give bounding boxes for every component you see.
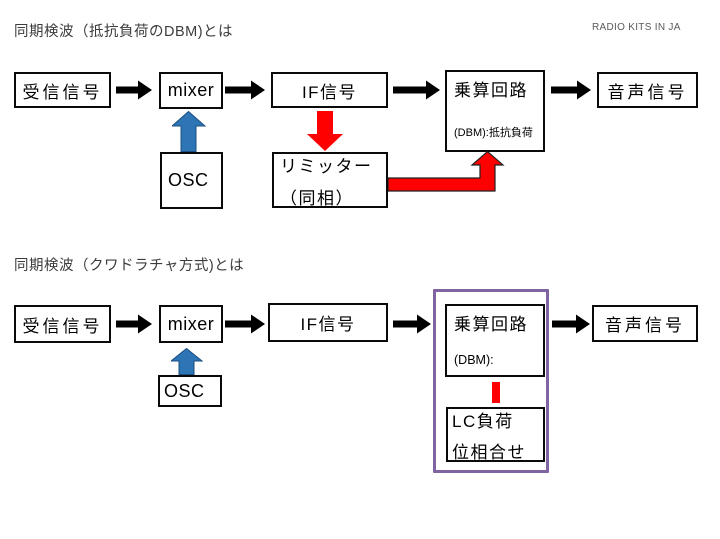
d1-box-limiter: リミッター （同相）	[272, 152, 388, 208]
d2-audio-signal-label: 音声信号	[605, 316, 685, 335]
d2-box-if-signal: IF信号	[268, 303, 388, 342]
d1-arrow-mixer-to-if-icon	[225, 80, 265, 100]
d2-received-signal-label: 受信信号	[22, 316, 103, 336]
d2-arrow-if-to-multiplier-icon	[393, 314, 431, 334]
d2-osc-label: OSC	[164, 380, 205, 401]
d2-box-lc-load: LC負荷 位相合せ	[446, 407, 545, 462]
d1-osc-label: OSC	[168, 170, 209, 190]
d1-received-signal-label: 受信信号	[22, 82, 103, 102]
d1-arrow-multiplier-to-audio-icon	[551, 80, 591, 100]
d1-arrow-limiter-to-multiplier-icon	[388, 150, 505, 192]
d1-limiter-label-line1: リミッター	[280, 156, 373, 176]
watermark-text: RADIO KITS IN JA	[592, 22, 681, 33]
d1-if-signal-label: IF信号	[301, 82, 358, 102]
d2-lc-label-line1: LC負荷	[452, 411, 514, 431]
d2-box-multiplier: 乗算回路 (DBM):	[445, 304, 545, 377]
d1-arrow-osc-to-mixer-icon	[172, 111, 206, 152]
d1-box-multiplier: 乗算回路 (DBM):抵抗負荷	[445, 70, 545, 152]
d1-box-audio-signal: 音声信号	[597, 72, 698, 108]
d2-box-osc: OSC	[158, 375, 222, 407]
d2-mixer-label: mixer	[167, 313, 215, 334]
d1-box-osc: OSC	[160, 152, 223, 209]
d2-box-audio-signal: 音声信号	[592, 305, 698, 342]
d1-box-received-signal: 受信信号	[14, 72, 111, 108]
d2-arrow-multiplier-to-audio-icon	[552, 314, 590, 334]
d1-box-if-signal: IF信号	[271, 72, 388, 108]
diagram1-title: 同期検波（抵抗負荷のDBM)とは	[14, 24, 234, 40]
d2-if-signal-label: IF信号	[300, 315, 356, 334]
d1-audio-signal-label: 音声信号	[607, 82, 688, 102]
d2-box-received-signal: 受信信号	[14, 305, 111, 343]
d1-box-mixer: mixer	[159, 72, 223, 109]
d2-arrow-osc-to-mixer-icon	[171, 348, 203, 375]
d2-multiplier-sublabel: (DBM):	[454, 353, 494, 367]
d2-arrow-rx-to-mixer-icon	[116, 314, 152, 334]
d1-limiter-label-line2: （同相）	[280, 188, 354, 208]
d1-arrow-if-to-multiplier-icon	[393, 80, 440, 100]
d1-mixer-label: mixer	[167, 80, 215, 100]
diagram2-title: 同期検波（クワドラチャ方式)とは	[14, 258, 245, 274]
d2-multiplier-label: 乗算回路	[454, 315, 528, 334]
d2-lc-label-line2: 位相合せ	[452, 442, 526, 462]
d2-connector-multiplier-to-lc	[492, 382, 500, 403]
d2-box-mixer: mixer	[159, 305, 223, 343]
d1-arrow-if-to-limiter-icon	[307, 111, 343, 151]
d1-arrow-rx-to-mixer-icon	[116, 80, 152, 100]
d1-multiplier-label: 乗算回路	[454, 81, 528, 100]
d1-multiplier-sublabel: (DBM):抵抗負荷	[454, 127, 533, 139]
d2-arrow-mixer-to-if-icon	[225, 314, 265, 334]
